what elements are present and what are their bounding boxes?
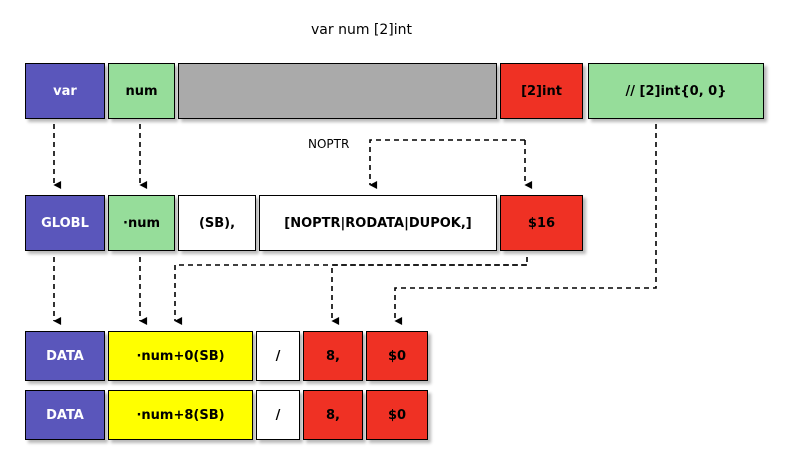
- data-row-high-cell-0: DATA: [25, 390, 105, 440]
- globl-row-cell-3: [NOPTR|RODATA|DUPOK,]: [259, 195, 497, 251]
- data-row-high-cell-1: ·num+8(SB): [108, 390, 253, 440]
- data-row-low-cell-0: DATA: [25, 331, 105, 381]
- data-row-high-cell-4: $0: [366, 390, 428, 440]
- declaration-row-cell-2: [178, 63, 497, 119]
- data-row-low-cell-4: $0: [366, 331, 428, 381]
- globl-row-cell-4: $16: [500, 195, 583, 251]
- noptr-edge-label: NOPTR: [308, 137, 350, 151]
- page-title: var num [2]int: [311, 22, 412, 38]
- edge-size-to-symbol-offset: [174, 257, 528, 325]
- edge-type-to-flags: [369, 139, 525, 189]
- declaration-row-cell-4: // [2]int{0, 0}: [588, 63, 764, 119]
- globl-row-cell-1: ·num: [108, 195, 175, 251]
- declaration-row-cell-1: num: [108, 63, 175, 119]
- data-row-high-cell-2: /: [256, 390, 300, 440]
- globl-row-cell-2: (SB),: [178, 195, 256, 251]
- edge-size-to-width: [331, 264, 527, 325]
- declaration-row-cell-3: [2]int: [500, 63, 583, 119]
- data-row-low-cell-1: ·num+0(SB): [108, 331, 253, 381]
- data-row-low-cell-2: /: [256, 331, 300, 381]
- data-row-high-cell-3: 8,: [303, 390, 363, 440]
- declaration-row-cell-0: var: [25, 63, 105, 119]
- data-row-low-cell-3: 8,: [303, 331, 363, 381]
- globl-row-cell-0: GLOBL: [25, 195, 105, 251]
